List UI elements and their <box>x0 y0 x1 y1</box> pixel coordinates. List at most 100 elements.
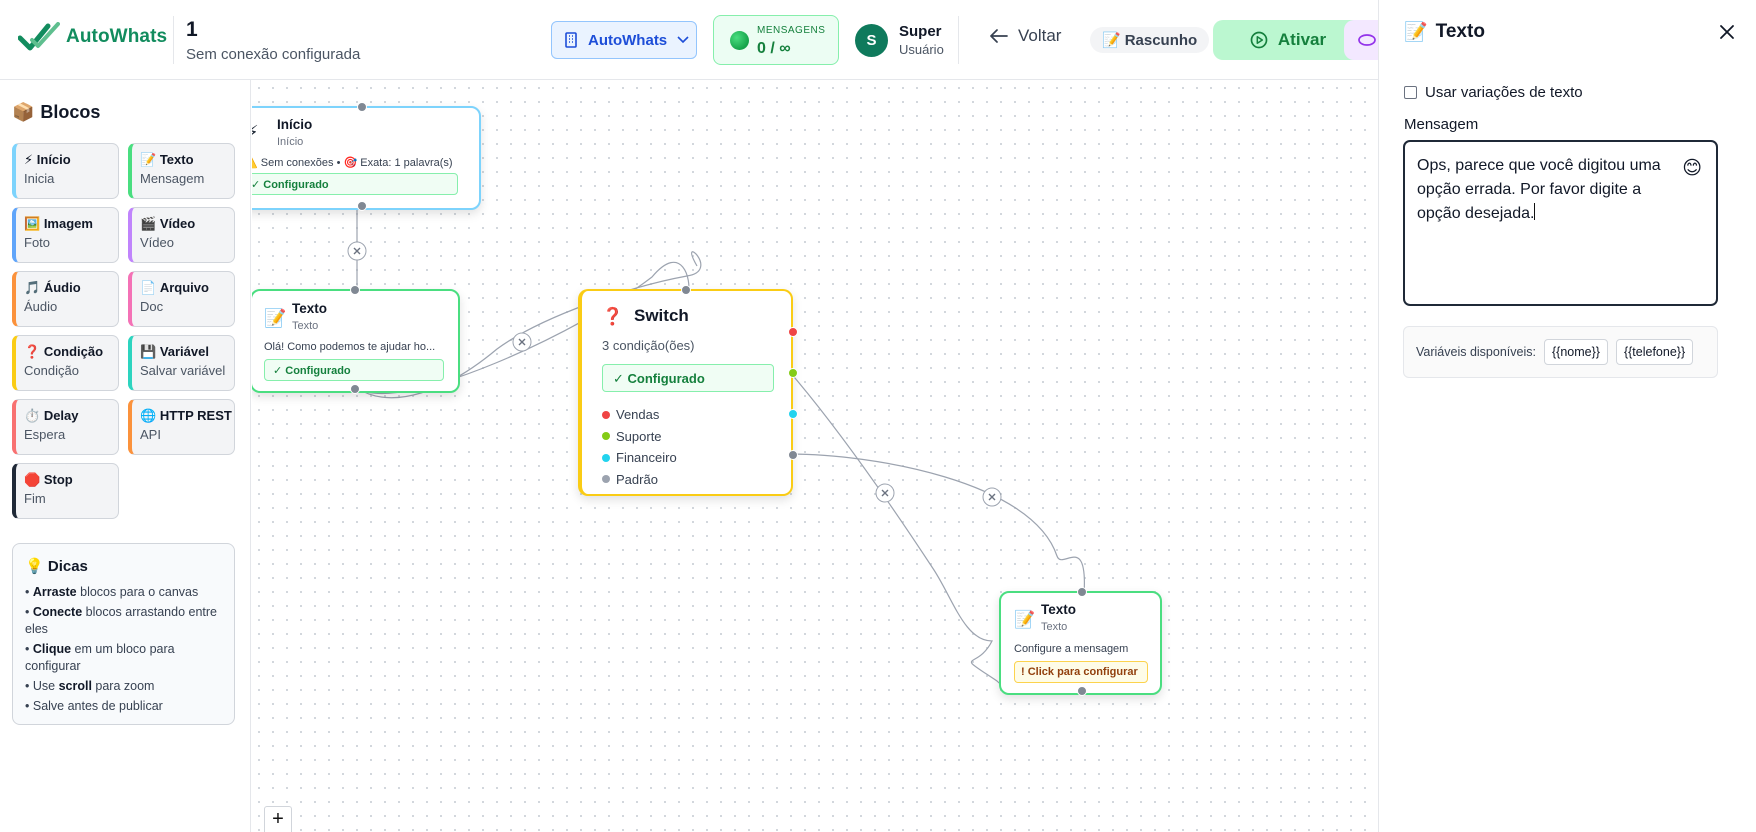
block-title: Imagem <box>43 216 93 231</box>
delete-edge-button[interactable] <box>874 482 896 504</box>
block-config-panel: 📝 Texto Usar variações de texto Mensagem… <box>1378 0 1756 832</box>
output-handle-financeiro[interactable] <box>788 409 798 419</box>
tips-title: 💡 Dicas <box>25 557 222 575</box>
node-handle[interactable] <box>1077 587 1087 597</box>
preview-button[interactable] <box>1344 20 1378 60</box>
flow-name[interactable]: 1 <box>186 18 198 41</box>
message-textarea[interactable]: Ops, parece que você digitou uma opção e… <box>1403 140 1718 306</box>
node-handle[interactable] <box>357 201 367 211</box>
top-bar: AutoWhats 1 Sem conexão configurada Auto… <box>0 0 1378 80</box>
memo-icon: 📝 <box>1404 22 1428 43</box>
switch-output: Vendas <box>602 404 677 426</box>
flow-canvas[interactable]: ⚡ Início Início ⚠️ Sem conexões • 🎯 Exat… <box>252 81 1378 832</box>
output-handle-suporte[interactable] <box>788 368 798 378</box>
block-icon: ⏱️ <box>24 408 41 423</box>
output-handle-padrao[interactable] <box>788 450 798 460</box>
block-subtitle: API <box>140 427 161 442</box>
node-subtitle: Texto <box>292 320 319 332</box>
block-icon: ⚡ <box>24 152 34 167</box>
activate-button[interactable]: Ativar <box>1213 20 1363 60</box>
switch-output: Financeiro <box>602 447 677 469</box>
start-node[interactable]: ⚡ Início Início ⚠️ Sem conexões • 🎯 Exat… <box>252 102 481 211</box>
output-label: Padrão <box>616 471 658 487</box>
block-icon: 🌐 <box>140 408 157 423</box>
emoji-picker-icon[interactable]: 😊 <box>1682 158 1702 179</box>
user-avatar[interactable]: S <box>855 24 888 57</box>
node-title: Texto <box>292 301 328 316</box>
brand-logo[interactable]: AutoWhats <box>18 22 167 52</box>
variable-chip-telefone[interactable]: {{telefone}} <box>1615 339 1694 365</box>
block-subtitle: Inicia <box>24 171 55 186</box>
text-node[interactable]: 📝 Texto Texto Olá! Como podemos te ajuda… <box>252 285 460 394</box>
edge-switch-to-text2-b <box>788 453 1086 596</box>
back-button-label: Voltar <box>1018 26 1062 45</box>
block-title: Áudio <box>43 280 81 295</box>
variable-chip-nome[interactable]: {{nome}} <box>1543 339 1608 365</box>
draft-label: Rascunho <box>1124 31 1198 49</box>
output-dot-icon <box>602 432 610 441</box>
output-label: Financeiro <box>616 450 677 466</box>
block-icon: 📄 <box>140 280 157 295</box>
tip-item: • Arraste blocos para o canvas <box>25 585 199 599</box>
variations-checkbox[interactable] <box>1404 86 1417 99</box>
output-dot-icon <box>602 453 610 462</box>
block-subtitle: Salvar variável <box>140 363 226 378</box>
messages-label: MENSAGENS <box>757 25 826 36</box>
tip-text: em um bloco para configurar <box>25 642 175 673</box>
node-message-preview: Configure a mensagem <box>1014 643 1129 655</box>
tips-panel: 💡 Dicas • Arraste blocos para o canvas• … <box>12 543 235 725</box>
node-handle[interactable] <box>1077 686 1087 696</box>
tip-text: Salve antes de publicar <box>32 699 163 713</box>
connection-select-value: AutoWhats <box>588 31 668 49</box>
node-handle[interactable] <box>350 384 360 394</box>
block-subtitle: Foto <box>24 235 51 250</box>
variations-label: Usar variações de texto <box>1425 84 1583 101</box>
block-title: Texto <box>159 152 194 167</box>
node-title: Texto <box>1041 602 1077 617</box>
close-icon[interactable] <box>1715 20 1739 44</box>
chevron-down-icon <box>677 36 689 44</box>
node-handle[interactable] <box>357 102 367 112</box>
switch-node[interactable]: ❓ Switch 3 condição(ões) ✓ Configurado V… <box>578 285 798 496</box>
configured-badge: ✓ Configurado <box>602 364 774 392</box>
messages-counter: MENSAGENS 0 / ∞ <box>713 15 839 65</box>
connection-select[interactable]: AutoWhats <box>551 21 697 59</box>
message-text: Ops, parece que você digitou uma opção e… <box>1417 157 1661 222</box>
block-subtitle: Doc <box>140 299 164 314</box>
delete-edge-button[interactable] <box>511 331 533 353</box>
text-variations-toggle[interactable]: Usar variações de texto <box>1404 84 1583 101</box>
package-icon: 📦 <box>12 102 35 122</box>
node-title: Switch <box>634 306 689 325</box>
node-handle[interactable] <box>350 285 360 295</box>
output-handle-vendas[interactable] <box>788 327 798 337</box>
zoom-in-button[interactable]: + <box>264 806 292 832</box>
tip-keyword: Conecte <box>32 605 83 619</box>
block-subtitle: Mensagem <box>140 171 205 186</box>
back-button[interactable]: Voltar <box>990 26 1061 46</box>
tip-text: blocos para o canvas <box>76 585 199 599</box>
configured-badge: ✓ Configurado <box>252 173 458 195</box>
delete-edge-button[interactable] <box>981 486 1003 508</box>
tip-keyword: scroll <box>58 679 92 693</box>
tips-list: • Arraste blocos para o canvas• Conecte … <box>25 584 222 715</box>
text-node-unconfigured[interactable]: 📝 Texto Texto Configure a mensagem ! Cli… <box>999 587 1162 696</box>
memo-icon: 📝 <box>1014 610 1036 629</box>
header-divider <box>173 16 174 64</box>
delete-edge-button[interactable] <box>346 240 368 262</box>
node-handle[interactable] <box>681 285 691 295</box>
lightbulb-icon: 💡 <box>25 558 44 575</box>
switch-output: Padrão <box>602 469 677 491</box>
node-message-preview: Olá! Como podemos te ajudar ho... <box>264 341 436 353</box>
status-dot-icon <box>730 31 749 50</box>
